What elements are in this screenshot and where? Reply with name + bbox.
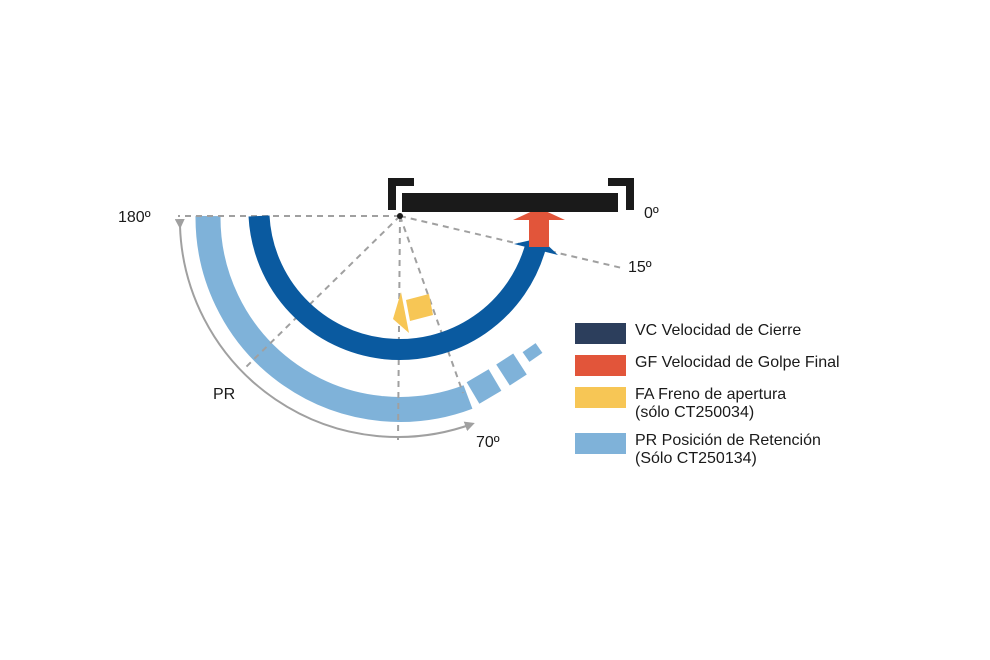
legend-item-gf: GF Velocidad de Golpe Final <box>575 354 905 376</box>
legend-item-pr: PR Posición de Retención(Sólo CT250134) <box>575 432 905 468</box>
legend-swatch-vc <box>575 323 626 344</box>
door-and-frame <box>388 178 634 212</box>
legend-line1-gf: GF Velocidad de Golpe Final <box>635 354 840 371</box>
legend-text-pr: PR Posición de Retención(Sólo CT250134) <box>635 432 821 468</box>
legend-line2-pr: (Sólo CT250134) <box>635 450 757 467</box>
legend-line1-vc: VC Velocidad de Cierre <box>635 322 802 339</box>
legend-line2-fa: (sólo CT250034) <box>635 404 755 421</box>
legend-swatch-fa <box>575 387 626 408</box>
angle-label-180: 180º <box>118 209 151 226</box>
angle-label-0: 0º <box>644 205 659 222</box>
pr-arc-label: PR <box>213 386 235 403</box>
legend-line1-pr: PR Posición de Retención <box>635 432 821 449</box>
hinge-pivot <box>397 213 403 219</box>
legend-swatch-gf <box>575 355 626 376</box>
pr-dashes <box>466 343 543 404</box>
angle-label-15: 15º <box>628 259 652 276</box>
legend-text-gf: GF Velocidad de Golpe Final <box>635 354 840 372</box>
legend-swatch-pr <box>575 433 626 454</box>
vc-closing-speed-arc <box>248 215 547 361</box>
legend-text-fa: FA Freno de apertura(sólo CT250034) <box>635 386 786 422</box>
gf-final-slam-arrow <box>513 208 565 247</box>
angle-label-70: 70º <box>476 434 500 451</box>
legend-item-fa: FA Freno de apertura(sólo CT250034) <box>575 386 905 422</box>
legend: VC Velocidad de Cierre GF Velocidad de Go… <box>575 322 905 478</box>
legend-item-vc: VC Velocidad de Cierre <box>575 322 905 344</box>
legend-line1-fa: FA Freno de apertura <box>635 386 787 403</box>
legend-text-vc: VC Velocidad de Cierre <box>635 322 801 340</box>
pr-arc-indicator <box>174 218 475 438</box>
